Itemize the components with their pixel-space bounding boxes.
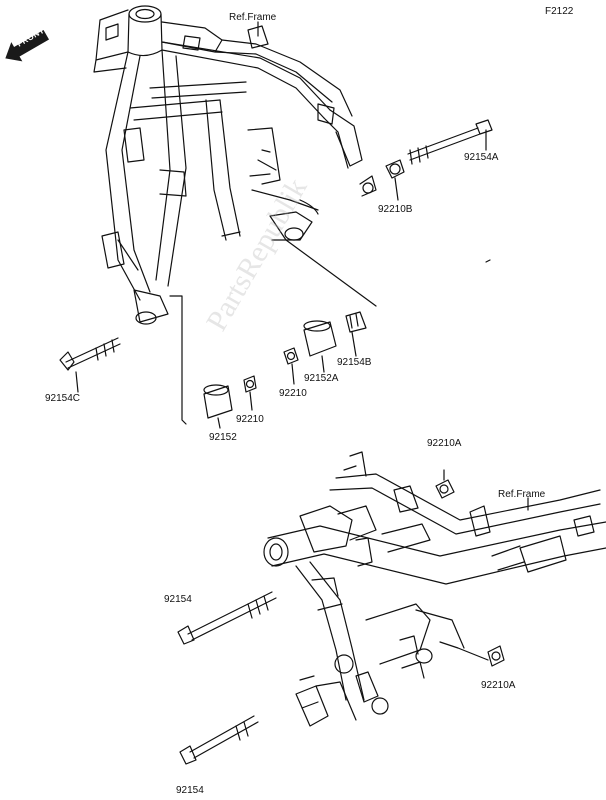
ref-frame-label-lower: Ref.Frame: [498, 489, 546, 500]
part-label-92154-bottom: 92154: [176, 785, 204, 796]
front-arrow-icon: [5, 29, 50, 62]
lower-frame-illustration: [177, 451, 606, 765]
part-label-92210A-right: 92210A: [481, 680, 516, 691]
diagram-code: F2122: [545, 6, 574, 17]
part-label-92210B: 92210B: [378, 204, 413, 215]
part-label-92154B: 92154B: [337, 357, 372, 368]
part-label-92210-mid: 92210: [279, 388, 307, 399]
upper-frame-illustration: [59, 5, 493, 425]
part-label-92154-mid: 92154: [164, 594, 192, 605]
part-label-92154A: 92154A: [464, 152, 499, 163]
part-label-92152: 92152: [209, 432, 237, 443]
part-label-92152A: 92152A: [304, 373, 339, 384]
part-label-92154C: 92154C: [45, 393, 81, 404]
upper-leader-lines: [75, 21, 487, 429]
ref-frame-label-upper: Ref.Frame: [229, 12, 277, 23]
part-label-92210-left: 92210: [236, 414, 264, 425]
part-label-92210A-top: 92210A: [427, 438, 462, 449]
